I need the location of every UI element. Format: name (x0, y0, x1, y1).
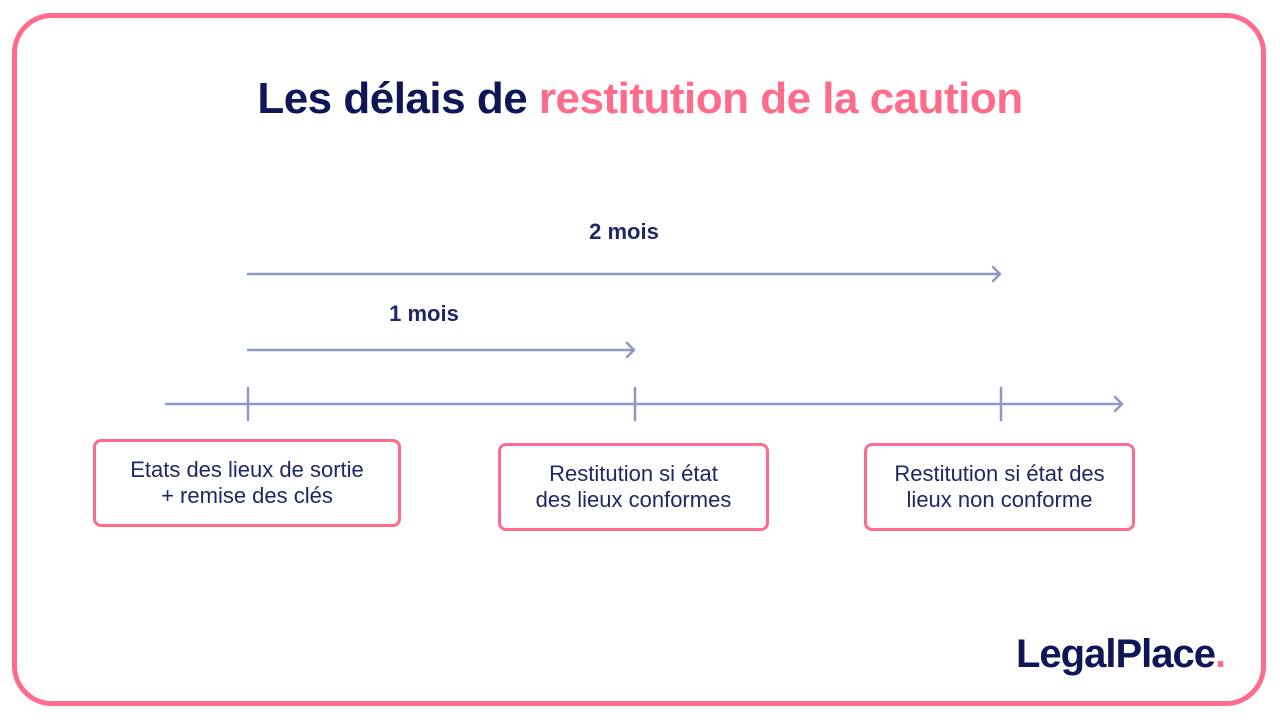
title-part-navy: Les délais de (257, 74, 539, 123)
event-box-line: des lieux conformes (535, 487, 732, 512)
event-box-line: Etats des lieux de sortie (130, 457, 364, 482)
event-box-sortie: Etats des lieux de sortie + remise des c… (93, 439, 401, 527)
legalplace-logo: LegalPlace. (1016, 632, 1226, 677)
event-box-non-conforme: Restitution si état des lieux non confor… (864, 443, 1135, 531)
title-part-accent: restitution de la caution (538, 74, 1023, 123)
event-box-line: Restitution si état des (894, 461, 1105, 486)
duration-label-1-mois: 1 mois (389, 301, 459, 326)
duration-arrow-1-mois (246, 341, 636, 359)
logo-dot: . (1215, 632, 1226, 676)
duration-arrow-2-mois (246, 265, 1002, 283)
outer-frame (12, 13, 1266, 706)
duration-label-2-mois: 2 mois (589, 219, 659, 244)
page-title: Les délais de restitution de la caution (0, 74, 1280, 124)
event-box-line: Restitution si état (549, 461, 718, 486)
event-box-line: + remise des clés (161, 483, 333, 508)
event-box-line: lieux non conforme (906, 487, 1093, 512)
event-box-conforme: Restitution si état des lieux conformes (498, 443, 769, 531)
timeline-axis (164, 395, 1124, 413)
logo-text: LegalPlace (1016, 632, 1216, 676)
